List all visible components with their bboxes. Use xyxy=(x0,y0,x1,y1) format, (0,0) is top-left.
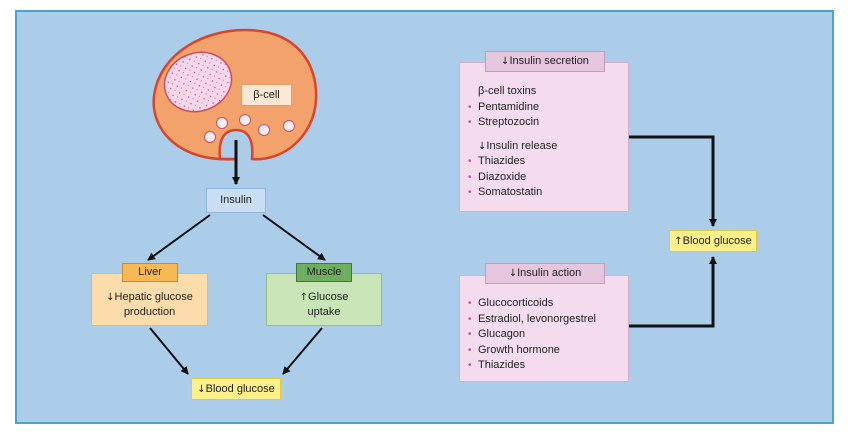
granule-icon xyxy=(204,114,295,143)
list-item: •Streptozocin xyxy=(468,116,540,128)
diagram-canvas xyxy=(15,10,834,424)
list-item: •Pentamidine xyxy=(468,100,540,113)
list-item: •Growth hormone xyxy=(468,343,560,356)
insulin-action-title: ↓Insulin action xyxy=(485,263,605,284)
list-item: •Thiazides xyxy=(468,359,526,371)
beta-cell-toxins-list: •Pentamidine •Streptozocin xyxy=(468,100,628,131)
list-item: •Somatostatin xyxy=(468,186,543,198)
insulin-release-list: •Thiazides •Diazoxide •Somatostatin xyxy=(468,154,628,201)
list-item: •Glucagon xyxy=(468,328,526,340)
list-item: •Glucocorticoids xyxy=(468,297,554,309)
insulin-action-box: •Glucocorticoids •Estradiol, levonorgest… xyxy=(459,275,629,382)
list-item: •Thiazides xyxy=(468,155,526,167)
blood-glucose-down-label: ↓Blood glucose xyxy=(191,378,281,400)
insulin-box: Insulin xyxy=(206,188,266,213)
insulin-secretion-box: β-cell toxins •Pentamidine •Streptozocin… xyxy=(459,62,629,212)
insulin-secretion-title: ↓Insulin secretion xyxy=(485,51,605,72)
blood-glucose-up-label: ↑Blood glucose xyxy=(669,230,757,252)
beta-cell-label: β-cell xyxy=(241,84,292,106)
muscle-title: Muscle xyxy=(296,263,352,282)
beta-cell-toxins-heading: β-cell toxins xyxy=(478,85,537,97)
beta-cell-graphic xyxy=(152,28,318,161)
insulin-action-list: •Glucocorticoids •Estradiol, levonorgest… xyxy=(468,296,628,374)
liver-title: Liver xyxy=(122,263,178,282)
list-item: •Estradiol, levonorgestrel xyxy=(468,312,597,325)
insulin-release-heading: ↓Insulin release xyxy=(478,139,558,152)
list-item: •Diazoxide xyxy=(468,170,527,183)
